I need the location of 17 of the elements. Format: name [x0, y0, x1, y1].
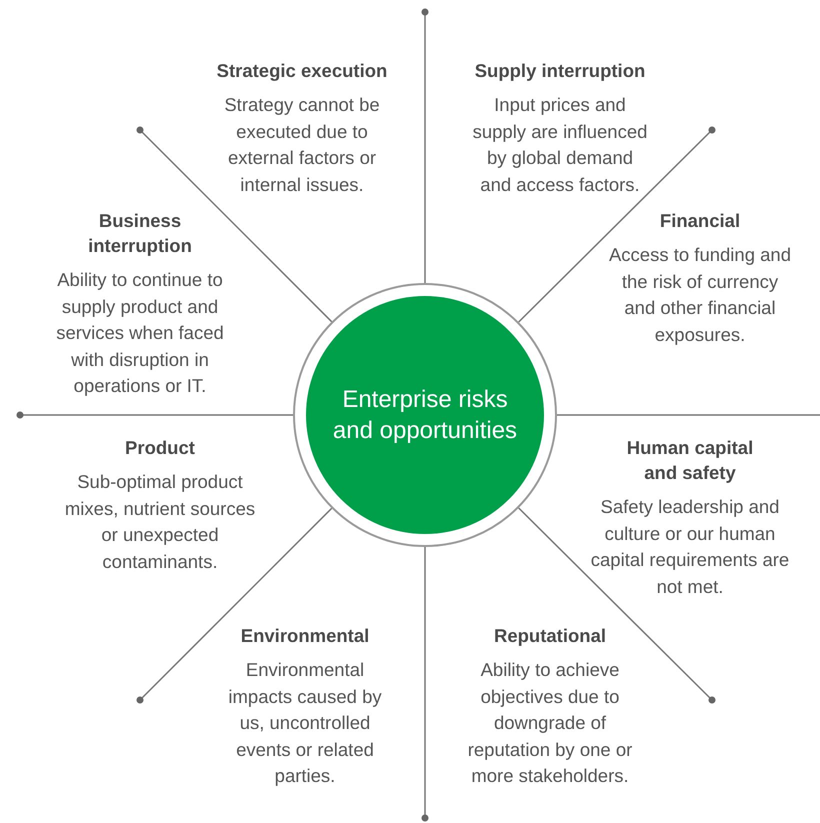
risk-heading: Supply interruption [474, 59, 646, 83]
risk-heading: Financial [660, 209, 740, 233]
risk-description: Ability to achieve objectives due to downgrade of reputation by one or more stakeholders. [466, 658, 634, 788]
risk-description: Environmental impacts caused by us, uncontrolled events or related parties. [227, 658, 383, 788]
risk-heading: Product [125, 436, 195, 460]
risk-heading: Environmental [240, 624, 370, 648]
risk-heading: Human capital and safety [626, 436, 754, 485]
risk-description: Ability to continue to supply product and services when faced with disruption in operations or IT. [55, 268, 225, 398]
risk-description: Strategy cannot be executed due to external factors or internal issues. [223, 93, 381, 196]
risk-heading: Reputational [494, 624, 606, 648]
risk-description: Sub-optimal product mixes, nutrient sources or unexpected contaminants. [64, 470, 256, 574]
risk-description: Safety leadership and culture or our human capital requirements are not met. [590, 495, 790, 598]
risk-heading: Strategic execution [216, 59, 388, 83]
risk-heading: Business interruption [87, 209, 193, 258]
risk-description: Input prices and supply are influenced by global demand and access factors. [472, 93, 648, 196]
center-title: Enterprise risks and opportunities [332, 384, 518, 446]
risk-description: Access to funding and the risk of currency and other financial exposures. [608, 243, 792, 347]
